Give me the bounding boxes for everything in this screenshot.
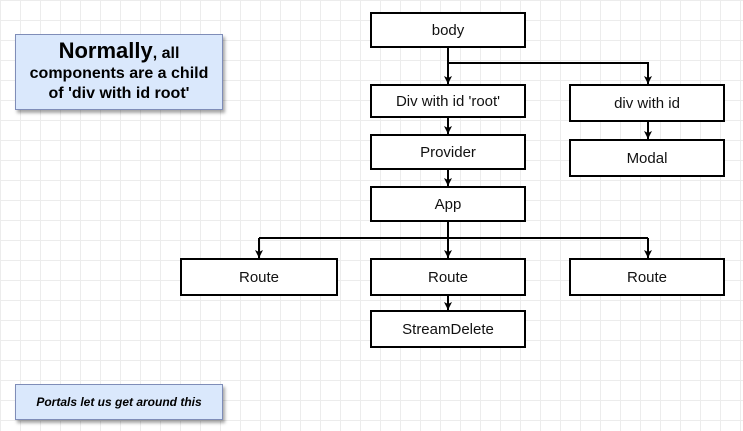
node-body: body xyxy=(370,12,526,48)
node-div-root: Div with id 'root' xyxy=(370,84,526,118)
node-div-modal: div with id xyxy=(569,84,725,122)
node-route-left: Route xyxy=(180,258,338,296)
note-normally: Normally, all components are a child of … xyxy=(15,34,223,110)
note-line-1: Normally, all xyxy=(58,37,180,64)
node-route-right: Route xyxy=(569,258,725,296)
note-portals: Portals let us get around this xyxy=(15,384,223,420)
node-route-center: Route xyxy=(370,258,526,296)
note-line-1-rest: , all xyxy=(152,44,180,62)
node-modal: Modal xyxy=(569,139,725,177)
edge-body-to-div-modal xyxy=(448,62,652,84)
node-stream-delete: StreamDelete xyxy=(370,310,526,348)
node-app: App xyxy=(370,186,526,222)
note-line-3: of 'div with id root' xyxy=(48,84,190,102)
note-line-2: components are a child xyxy=(29,64,209,82)
note-emphasis: Normally xyxy=(58,37,153,63)
node-provider: Provider xyxy=(370,134,526,170)
